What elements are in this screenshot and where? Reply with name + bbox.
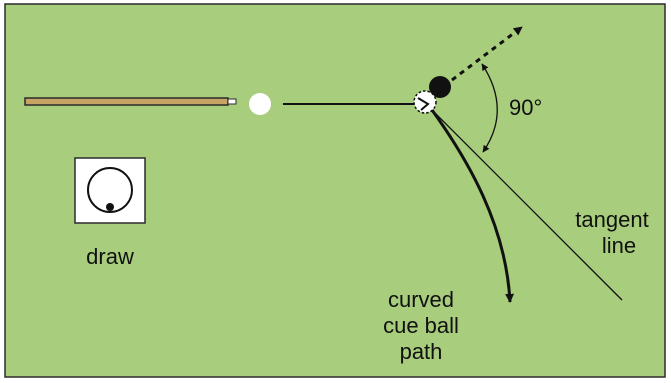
- right-angle-arc: [481, 63, 498, 153]
- curved-cue-ball-path: [430, 109, 515, 303]
- cue-stick: [24, 97, 237, 106]
- cue-ball: [249, 93, 271, 115]
- object-ball: [429, 76, 451, 98]
- tangent-line-label-line1: tangent: [575, 207, 648, 232]
- tangent-line-label-line2: line: [602, 233, 636, 258]
- cue-ball-path-label-line3: path: [400, 339, 443, 364]
- tangent-line: [425, 103, 623, 301]
- draw-label: draw: [86, 244, 134, 269]
- object-ball-direction-arrow: [451, 25, 523, 82]
- cue-ball-hit-below-center-icon: [74, 157, 146, 224]
- angle-label: 90°: [509, 95, 542, 120]
- cue-ball-path-label-line2: cue ball: [383, 313, 459, 338]
- ghost-ball-contact-mark: [417, 97, 430, 111]
- cue-ball-path-label-line1: curved: [388, 287, 454, 312]
